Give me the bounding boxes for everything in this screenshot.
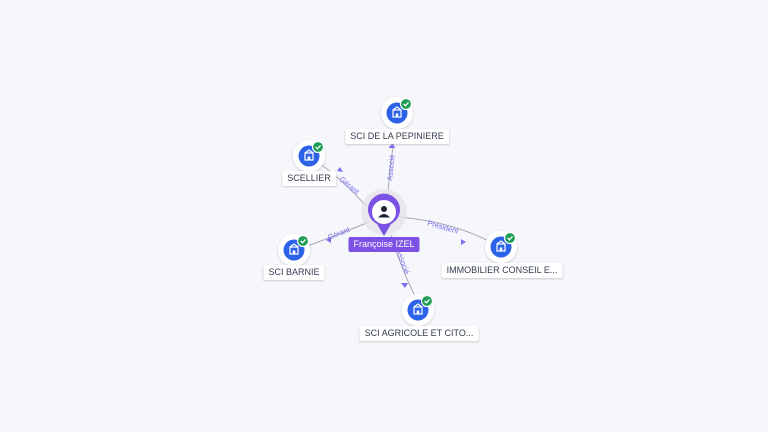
edge-scellier — [317, 161, 367, 207]
building-icon — [304, 149, 314, 161]
verified-badge-icon — [296, 234, 310, 248]
edge-arrow-agricole — [401, 283, 408, 288]
edge-arrow-immobilier — [461, 239, 466, 245]
node-pepiniere[interactable] — [381, 97, 413, 129]
node-scellier[interactable] — [293, 140, 325, 172]
building-icon — [413, 303, 423, 315]
edge-label-pepiniere: Associé — [385, 154, 397, 181]
building-icon — [392, 106, 402, 118]
edge-immobilier — [398, 216, 495, 245]
node-label-immobilier[interactable]: IMMOBILIER CONSEIL E... — [441, 263, 563, 278]
center-node-label[interactable]: Françoise IZEL — [348, 237, 420, 252]
verified-badge-icon — [503, 231, 517, 245]
node-label-scellier[interactable]: SCELLIER — [282, 171, 336, 186]
verified-badge-icon — [420, 294, 434, 308]
center-node[interactable] — [361, 189, 407, 236]
edge-arrow-barnie — [326, 237, 331, 243]
node-barnie[interactable] — [278, 234, 310, 266]
node-label-barnie[interactable]: SCI BARNIE — [263, 265, 325, 280]
node-label-pepiniere[interactable]: SCI DE LA PEPINIERE — [345, 129, 449, 144]
node-agricole[interactable] — [402, 294, 434, 326]
edge-arrow-pepiniere — [388, 144, 396, 148]
node-immobilier[interactable] — [485, 231, 517, 263]
edge-label-scellier: Gérant — [338, 175, 362, 197]
building-icon — [496, 240, 506, 252]
edge-arrow-scellier — [337, 167, 343, 172]
edge-label-immobilier: Président — [426, 218, 460, 236]
verified-badge-icon — [311, 140, 325, 154]
building-icon — [289, 243, 299, 255]
node-label-agricole[interactable]: SCI AGRICOLE ET CITO... — [359, 326, 479, 341]
verified-badge-icon — [399, 97, 413, 111]
person-icon — [378, 206, 390, 218]
